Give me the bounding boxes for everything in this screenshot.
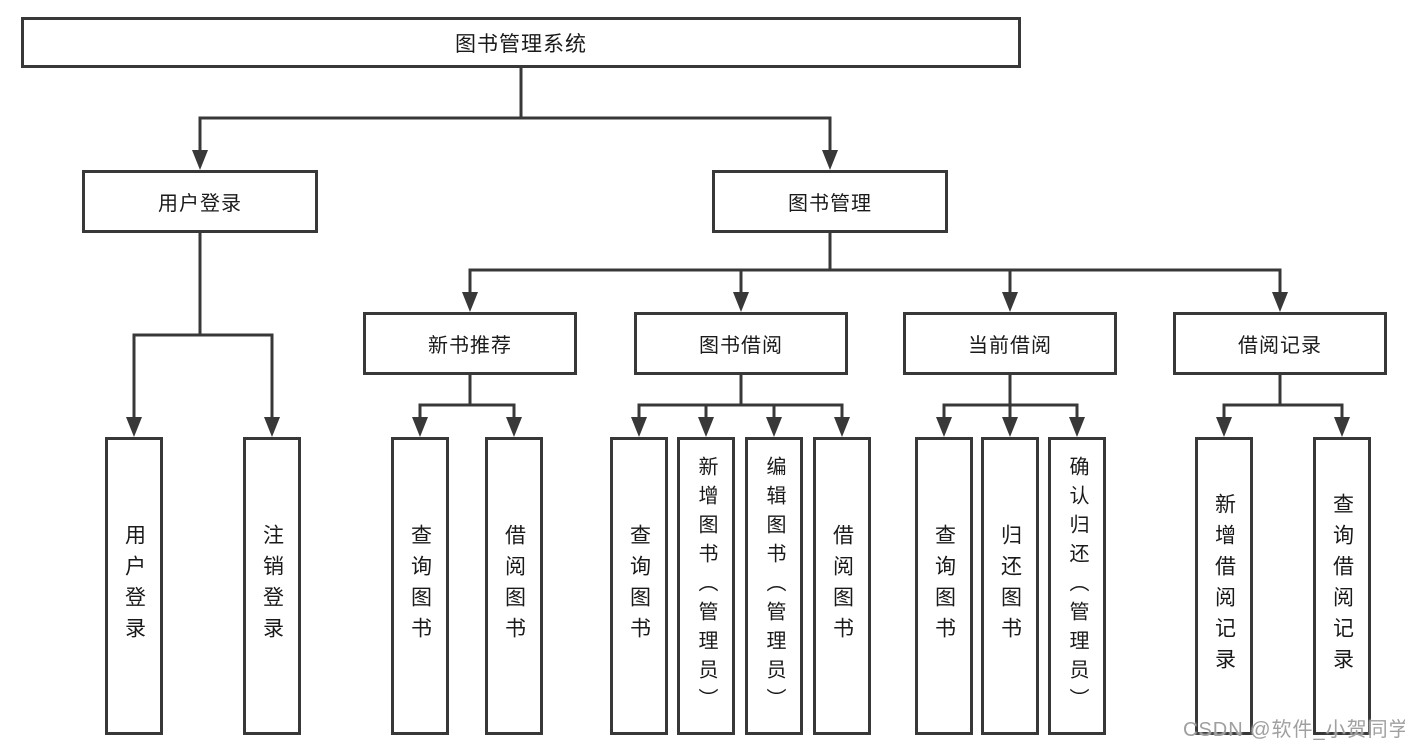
node-label: 新增借阅记录 (1212, 493, 1236, 679)
node-label: 图书借阅 (699, 335, 783, 357)
node-label: 查询借阅记录 (1330, 493, 1354, 679)
arrowheads (126, 150, 1350, 437)
node-new-book-recommend: 新书推荐 (363, 312, 577, 375)
node-label: 新增图书（管理员） (695, 455, 717, 717)
node-label: 查询图书 (932, 524, 956, 648)
node-user-login: 用户登录 (82, 170, 318, 233)
leaf-logout: 注销登录 (243, 437, 301, 735)
leaf-return-book: 归还图书 (981, 437, 1039, 735)
leaf-query-books-current: 查询图书 (915, 437, 973, 735)
node-label: 借阅图书 (502, 524, 526, 648)
leaf-borrow-books-recommend: 借阅图书 (485, 437, 543, 735)
leaf-confirm-return-admin: 确认归还（管理员） (1048, 437, 1106, 735)
node-book-management: 图书管理 (712, 170, 948, 233)
node-current-borrow: 当前借阅 (903, 312, 1117, 375)
node-label: 查询图书 (408, 524, 432, 648)
csdn-watermark: CSDN @软件_小贺同学 (1183, 719, 1405, 741)
leaf-query-borrow-record: 查询借阅记录 (1313, 437, 1371, 735)
leaf-query-books-recommend: 查询图书 (391, 437, 449, 735)
node-label: 当前借阅 (968, 335, 1052, 357)
node-label: 用户登录 (158, 193, 242, 215)
node-label: 新书推荐 (428, 335, 512, 357)
node-label: 用户登录 (122, 524, 146, 648)
node-book-borrow: 图书借阅 (634, 312, 848, 375)
node-label: 确认归还（管理员） (1066, 455, 1088, 717)
leaf-borrow-books: 借阅图书 (813, 437, 871, 735)
node-label: 图书管理 (788, 193, 872, 215)
node-label: 编辑图书（管理员） (763, 455, 785, 717)
leaf-edit-book-admin: 编辑图书（管理员） (745, 437, 803, 735)
node-label: 归还图书 (998, 524, 1022, 648)
node-label: 借阅图书 (830, 524, 854, 648)
leaf-user-login: 用户登录 (105, 437, 163, 735)
node-library-system: 图书管理系统 (21, 17, 1021, 68)
node-label: 借阅记录 (1238, 335, 1322, 357)
node-label: 注销登录 (260, 524, 284, 648)
node-label: 查询图书 (627, 524, 651, 648)
leaf-add-borrow-record: 新增借阅记录 (1195, 437, 1253, 735)
leaf-query-books-borrow: 查询图书 (610, 437, 668, 735)
node-label: 图书管理系统 (455, 32, 587, 56)
leaf-add-book-admin: 新增图书（管理员） (677, 437, 735, 735)
node-borrow-records: 借阅记录 (1173, 312, 1387, 375)
